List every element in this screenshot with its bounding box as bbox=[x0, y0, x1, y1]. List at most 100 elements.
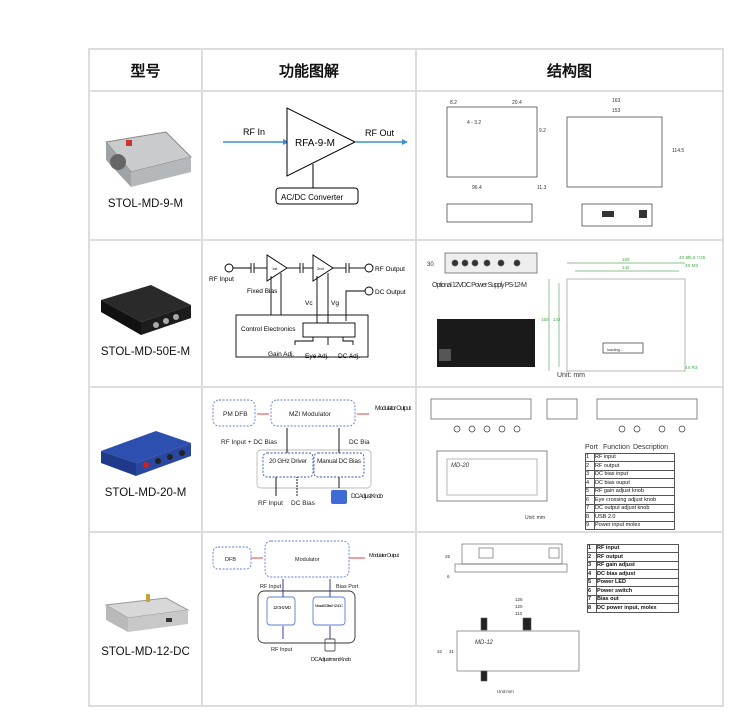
label: PM DFB bbox=[223, 411, 248, 418]
port-number: 1 bbox=[585, 452, 595, 462]
port-function: Bias out bbox=[596, 594, 679, 604]
function-diagram: RF In RFA-9-M RF Out AC/DC Converter bbox=[201, 90, 417, 241]
port-number: 6 bbox=[585, 495, 595, 505]
port-function: Power input molex bbox=[594, 520, 675, 530]
product-table: 型号 功能图解 结构图 STOL-MD-9-M RF In RFA-9-M RF… bbox=[88, 48, 724, 707]
port-number: 4 bbox=[587, 569, 597, 579]
dim: 9.2 bbox=[539, 128, 546, 134]
port-number: 3 bbox=[587, 560, 597, 570]
label: RF Output bbox=[375, 266, 405, 273]
port-number: 1 bbox=[587, 543, 597, 553]
port-header: Description bbox=[633, 444, 668, 451]
port-number: 8 bbox=[587, 603, 597, 613]
label: DC Adjust Knob bbox=[351, 493, 383, 500]
dim: 4X M3 bbox=[685, 263, 699, 268]
port-number: 5 bbox=[587, 577, 597, 587]
model-name: STOL-MD-12-DC bbox=[101, 646, 190, 658]
label: RF Input bbox=[271, 647, 293, 653]
port-function: RF gain adjust bbox=[596, 560, 679, 570]
label: DC Adjustment Knob bbox=[311, 657, 351, 663]
port-function: DC bias adjust bbox=[596, 569, 679, 579]
dim: 150 bbox=[541, 317, 549, 322]
label: DFB bbox=[225, 557, 236, 563]
dim: 32 bbox=[437, 649, 443, 654]
label: Fixed Bias bbox=[247, 288, 278, 295]
dim: 114.5 bbox=[672, 148, 684, 154]
label: Vc bbox=[305, 300, 313, 307]
label-converter: AC/DC Converter bbox=[281, 193, 344, 202]
port-function: USB 2.0 bbox=[594, 512, 675, 522]
table-row: STOL-MD-50E-M RF Input 1st 2nd RF Output… bbox=[88, 239, 724, 388]
label: RF Input bbox=[260, 584, 282, 590]
model-cell: STOL-MD-20-M bbox=[88, 386, 203, 533]
dim: 120 bbox=[515, 604, 523, 609]
label: Modulator Output bbox=[369, 553, 399, 559]
dim: 11.3 bbox=[537, 185, 547, 191]
port-function: RF output bbox=[594, 461, 675, 471]
label: Modulator bbox=[295, 557, 320, 563]
label: DC Adj. bbox=[338, 353, 360, 360]
structure-drawing: 8.2 20.4 4 - 3.2 9.2 96.4 11.3 163 153 1… bbox=[415, 90, 724, 241]
label: Manual DC Bias bbox=[317, 458, 362, 465]
port-function: RF input bbox=[594, 452, 675, 462]
dim: 20.4 bbox=[512, 100, 522, 106]
port-number: 7 bbox=[587, 594, 597, 604]
port-number: 3 bbox=[585, 469, 595, 479]
label: Eye Adj. bbox=[305, 353, 329, 360]
dim: 6 bbox=[447, 574, 450, 579]
label-rf-in: RF In bbox=[243, 127, 265, 137]
unit-label: Unit: mm bbox=[525, 515, 545, 521]
dim: 110 bbox=[515, 611, 523, 616]
label: 20 GHz Driver bbox=[269, 458, 308, 465]
port-number: 5 bbox=[585, 486, 595, 496]
port-number: 7 bbox=[585, 503, 595, 513]
label-amp: RFA-9-M bbox=[295, 138, 335, 149]
port-header: Port bbox=[585, 444, 598, 451]
table-row: STOL-MD-20-M PM DFB MZI Modulator Modula… bbox=[88, 386, 724, 533]
port-number: 2 bbox=[585, 461, 595, 471]
model-name: STOL-MD-50E-M bbox=[100, 345, 191, 358]
structure-drawing: 30 Optional 12VDC Power Supply PS-12-M U… bbox=[415, 239, 724, 388]
label-rf-out: RF Out bbox=[365, 128, 395, 138]
label: Gain Adj. bbox=[268, 351, 295, 358]
label: DC Output bbox=[375, 289, 406, 296]
header-model: 型号 bbox=[88, 48, 203, 92]
dim: 126 bbox=[515, 597, 523, 602]
dim: 8.2 bbox=[450, 100, 457, 106]
function-diagram: DFB Modulator Modulator Output RF Input … bbox=[201, 531, 417, 707]
dim: 142 bbox=[622, 265, 630, 270]
label: RF Input bbox=[258, 500, 283, 507]
model-cell: STOL-MD-9-M bbox=[88, 90, 203, 241]
port-function: Power LED bbox=[596, 577, 679, 587]
device-label: MD-20 bbox=[451, 463, 470, 469]
header-structure: 结构图 bbox=[415, 48, 724, 92]
dim: 153 bbox=[612, 108, 621, 114]
label: Manual DC Bias 0 ~ 12 VDC bbox=[315, 603, 343, 608]
dim: 150 bbox=[622, 257, 630, 262]
model-cell: STOL-MD-12-DC bbox=[88, 531, 203, 707]
port-number: 6 bbox=[587, 586, 597, 596]
label: MZI Modulator bbox=[289, 411, 332, 418]
label: Modulator Output bbox=[375, 405, 411, 412]
port-number: 4 bbox=[585, 478, 595, 488]
structure-drawing: MD-20 Unit: mm Port Function Description… bbox=[415, 386, 724, 533]
port-number: 2 bbox=[587, 552, 597, 562]
product-photo bbox=[96, 270, 196, 340]
port-function: DC output adjust knob bbox=[594, 503, 675, 513]
model-cell: STOL-MD-50E-M bbox=[88, 239, 203, 388]
port-function: RF gain adjust knob bbox=[594, 486, 675, 496]
port-function: DC bias ouput bbox=[594, 478, 675, 488]
dim: 30 bbox=[427, 262, 434, 268]
product-photo bbox=[96, 122, 196, 192]
